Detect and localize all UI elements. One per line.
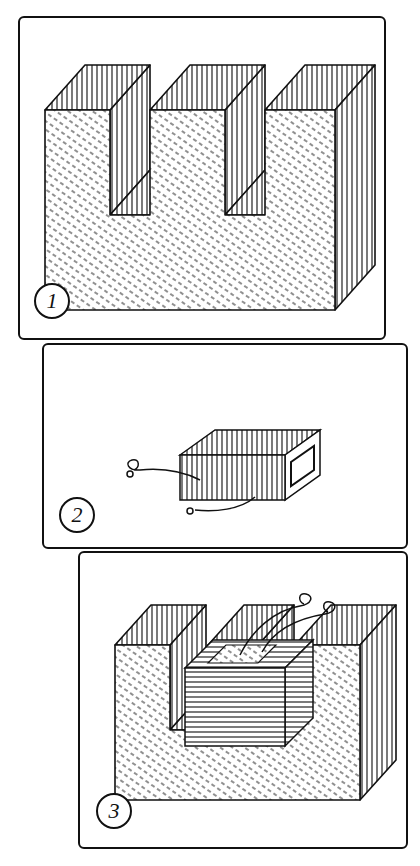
core-side — [360, 605, 396, 800]
coil-on-core — [185, 594, 335, 746]
leg-top — [150, 65, 265, 110]
coil-window — [291, 446, 314, 486]
leg-top — [208, 605, 294, 645]
figure-panel: 3 — [78, 551, 408, 849]
core-front — [45, 110, 335, 310]
lead-end — [127, 471, 133, 477]
figure-panel: 1 — [18, 16, 386, 340]
lead-wire — [128, 460, 200, 480]
lead-end — [187, 508, 193, 514]
leg-top — [45, 65, 150, 110]
lead-wire — [240, 594, 311, 655]
core-front — [115, 645, 360, 800]
lead-wire — [262, 602, 335, 652]
core-side — [335, 65, 375, 310]
lead-wire — [195, 497, 255, 511]
e-core — [45, 65, 375, 310]
coil-front — [185, 668, 285, 746]
coil-end — [285, 430, 320, 500]
callout-number: 3 — [96, 793, 132, 829]
callout-number: 2 — [59, 497, 95, 533]
core-leg-top — [208, 645, 276, 663]
callout-number: 1 — [34, 283, 70, 319]
coil-side — [285, 640, 313, 746]
leg-top — [115, 605, 206, 645]
figure-panel: 2 — [42, 343, 408, 549]
coil — [127, 430, 320, 514]
e-core-assembled — [115, 605, 396, 800]
